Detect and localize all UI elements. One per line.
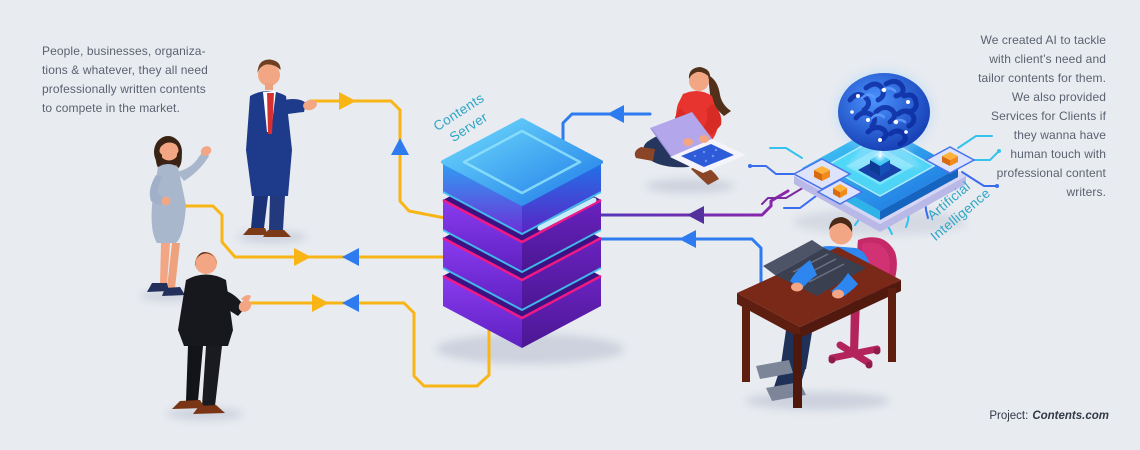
- arrow-left-icon: [342, 248, 359, 266]
- person-freelancer-laptop: [634, 67, 746, 185]
- person-writer-desk: [737, 217, 901, 408]
- ground-shadows: [140, 179, 966, 420]
- arrow-left-icon: [679, 230, 696, 248]
- person-businesswoman: [147, 136, 212, 296]
- arrow-up-icon: [391, 138, 409, 155]
- flow-line-businesswoman: [174, 204, 447, 259]
- flow-line-businessman: [308, 99, 447, 220]
- project-credit-name: Contents.com: [1032, 410, 1109, 422]
- flow-line-writer: [598, 237, 763, 286]
- arrow-left-icon: [342, 294, 359, 312]
- person-client-black-suit: [172, 252, 252, 414]
- satellite-chip: [816, 179, 864, 205]
- contents-server: [441, 118, 603, 348]
- arrow-right-icon: [339, 92, 356, 110]
- project-credit-prefix: Project:: [989, 410, 1029, 422]
- arrow-left-icon: [607, 105, 624, 123]
- server-top-inset: [462, 129, 582, 195]
- project-credit: Project:Contents.com: [989, 410, 1109, 422]
- arrow-right-icon: [312, 294, 329, 312]
- intro-paragraph: People, businesses, organiza- tions & wh…: [42, 44, 208, 115]
- flow-line-client3: [241, 298, 491, 388]
- circuit-traces: [748, 135, 1001, 235]
- ai-paragraph: We created AI to tackle with client’s ne…: [978, 33, 1106, 199]
- ai-module: [748, 69, 1001, 235]
- arrow-left-icon: [687, 206, 704, 224]
- arrow-right-icon: [294, 248, 311, 266]
- ai-brain: [834, 69, 934, 155]
- server-vent-slit: [537, 197, 597, 231]
- flow-arrows: [294, 92, 704, 312]
- satellite-chip: [924, 146, 976, 174]
- person-businessman: [243, 59, 317, 237]
